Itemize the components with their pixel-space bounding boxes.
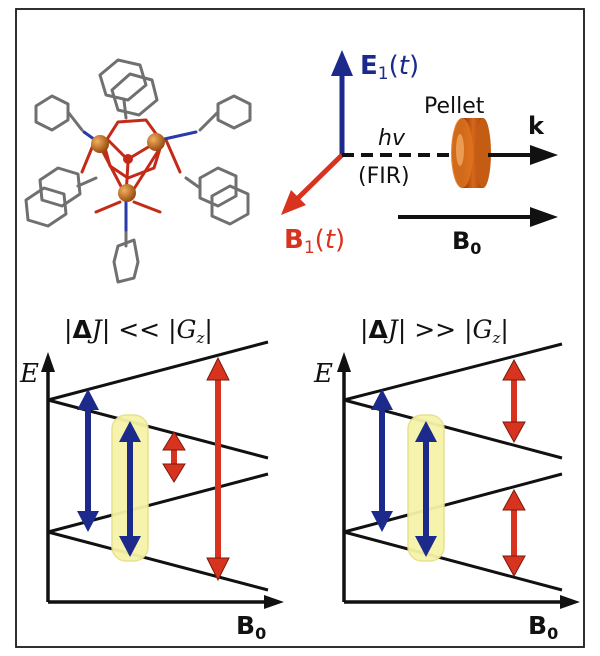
- left-title-bar1: |: [64, 315, 72, 344]
- energy-level: [343, 342, 563, 402]
- left-red-transition: [206, 356, 230, 582]
- right-b0-subscript: 0: [547, 624, 558, 643]
- right-b0-axis-arrowhead: [560, 595, 580, 609]
- left-e-axis-label: E: [19, 359, 39, 389]
- left-title-j: J: [87, 315, 104, 344]
- right-title-delta: Δ: [368, 315, 388, 344]
- e-field-symbol: E: [360, 51, 378, 81]
- left-blue-transition: [119, 421, 141, 557]
- right-e-axis-label: E: [313, 359, 333, 389]
- left-title-gsub: z: [195, 329, 204, 347]
- right-energy-panel: |ΔJ| >> |Gz| E B0: [313, 315, 580, 643]
- right-title-bar4: |: [500, 315, 508, 344]
- right-energy-levels: [343, 342, 563, 592]
- e-field-open-paren: (: [389, 51, 399, 81]
- e-field-subscript: 1: [378, 64, 389, 84]
- left-title-g: G: [177, 315, 197, 344]
- left-title-bar4: |: [204, 315, 212, 344]
- right-red-transition: [502, 488, 526, 578]
- right-red-transition: [502, 358, 526, 444]
- ligand-rings: [24, 58, 252, 284]
- molecule-structure: [24, 58, 252, 284]
- energy-level: [47, 340, 269, 402]
- right-title-bar1: |: [360, 315, 368, 344]
- b-field-symbol: B: [284, 225, 304, 255]
- b-field-arrowhead: [281, 190, 306, 215]
- left-b0-subscript: 0: [255, 624, 266, 643]
- right-b0-axis-label: B0: [528, 611, 558, 643]
- left-b0-axis-arrowhead: [264, 595, 284, 609]
- central-oxygen-atom: [123, 154, 133, 164]
- left-title-bar3: |: [168, 315, 176, 344]
- energy-level: [47, 530, 269, 592]
- right-title-relation: >>: [406, 315, 464, 344]
- energy-level: [47, 472, 269, 534]
- b-field-arrow: [294, 153, 344, 202]
- left-title-relation: <<: [110, 315, 168, 344]
- right-title-bar3: |: [464, 315, 472, 344]
- copper-atom: [91, 135, 109, 153]
- right-b0-symbol: B: [528, 611, 547, 640]
- fir-label: (FIR): [358, 164, 410, 189]
- pellet-icon: [451, 118, 491, 188]
- b-field-time: t: [325, 225, 336, 255]
- e-field-time: t: [399, 51, 410, 81]
- field-diagram: E1(t) B1(t) Pellet k hv (FIR) B0: [281, 50, 558, 258]
- energy-level: [343, 472, 563, 534]
- pellet-label: Pellet: [424, 94, 485, 119]
- right-title-j: J: [383, 315, 400, 344]
- left-title-bar2: |: [102, 315, 110, 344]
- b0-subscript: 0: [470, 239, 481, 258]
- e-field-close-paren: ): [409, 51, 419, 81]
- energy-level: [343, 530, 563, 592]
- left-red-transition: [162, 431, 186, 483]
- right-panel-title: |ΔJ| >> |Gz|: [360, 315, 509, 347]
- right-blue-transition: [415, 421, 437, 557]
- left-energy-panel: |ΔJ| << |Gz| E B0: [19, 315, 284, 643]
- left-energy-levels: [47, 340, 269, 592]
- b-field-subscript: 1: [304, 238, 315, 258]
- left-e-axis-arrowhead: [41, 352, 55, 372]
- k-label: k: [528, 112, 545, 140]
- e-field-label: E1(t): [360, 51, 419, 84]
- b0-arrowhead: [530, 207, 558, 227]
- b-field-close-paren: ): [335, 225, 345, 255]
- b0-label-top: B0: [452, 227, 481, 258]
- left-title-delta: Δ: [72, 315, 92, 344]
- left-panel-title: |ΔJ| << |Gz|: [64, 315, 213, 347]
- copper-atom: [147, 133, 165, 151]
- right-blue-transition: [371, 389, 393, 532]
- e-field-arrowhead: [331, 50, 353, 76]
- right-e-axis-arrowhead: [337, 352, 351, 372]
- b-field-open-paren: (: [315, 225, 325, 255]
- hv-label: hv: [378, 126, 406, 151]
- figure-border: [15, 8, 585, 648]
- b0-symbol: B: [452, 227, 470, 255]
- left-b0-symbol: B: [236, 611, 255, 640]
- copper-atom: [118, 184, 136, 202]
- right-title-g: G: [473, 315, 493, 344]
- k-beam-arrowhead: [530, 145, 558, 165]
- right-title-gsub: z: [491, 329, 500, 347]
- left-blue-transition: [77, 389, 99, 532]
- b-field-label: B1(t): [284, 225, 345, 258]
- right-title-bar2: |: [398, 315, 406, 344]
- left-b0-axis-label: B0: [236, 611, 266, 643]
